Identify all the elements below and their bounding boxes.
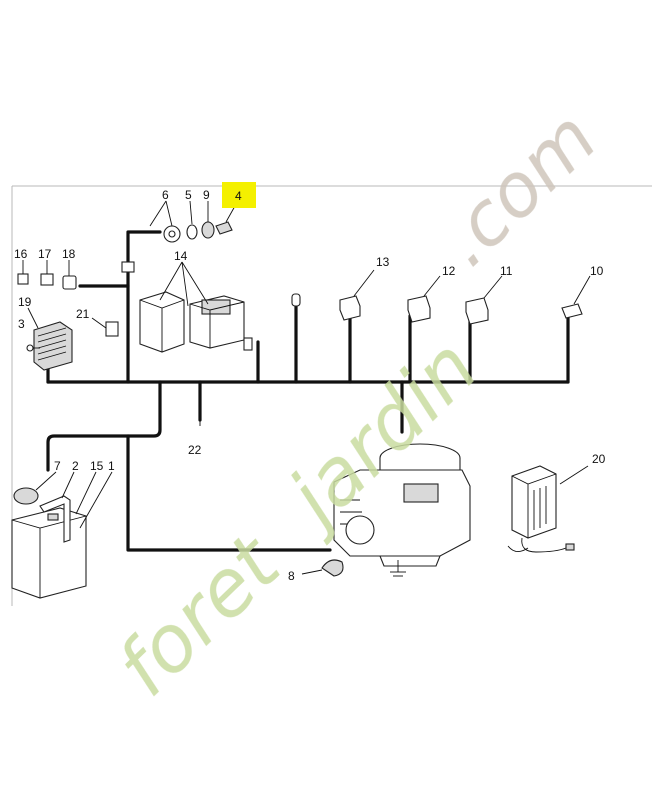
part-14-module-left	[139, 291, 185, 353]
part-7-boot	[13, 471, 57, 505]
label-part-6[interactable]: 6	[162, 188, 169, 202]
part-1-battery	[11, 507, 87, 599]
part-9-switch	[201, 221, 215, 239]
label-part-2[interactable]: 2	[72, 459, 79, 473]
part-21-clip	[91, 317, 119, 337]
part-14-plug	[243, 337, 253, 351]
engine-ground-symbol	[390, 560, 406, 577]
label-part-9[interactable]: 9	[203, 188, 210, 202]
part-16-connector	[17, 260, 29, 285]
part-labels: 6 5 9 4 16 17 18 14 13 12 11 10 19 21 3 …	[14, 188, 606, 583]
part-4-key	[215, 221, 233, 235]
label-part-16[interactable]: 16	[14, 247, 28, 261]
inline-connector	[121, 261, 135, 273]
label-part-10[interactable]: 10	[590, 264, 604, 278]
part-15-leader	[75, 471, 97, 515]
part-12-switch	[407, 275, 441, 323]
label-part-13[interactable]: 13	[376, 255, 390, 269]
part-17-connector	[40, 260, 54, 286]
wiring-harness	[46, 230, 570, 552]
label-part-14[interactable]: 14	[174, 249, 188, 263]
part-5-washer	[186, 224, 198, 240]
watermark-brand-suffix: .com	[423, 95, 613, 283]
label-part-18[interactable]: 18	[62, 247, 76, 261]
label-part-17[interactable]: 17	[38, 247, 52, 261]
part-10-switch	[561, 275, 591, 319]
label-part-22[interactable]: 22	[188, 443, 202, 457]
watermark: foret jardin .com	[101, 95, 613, 714]
watermark-brand-foret: foret	[101, 518, 299, 714]
part-1-leader	[79, 471, 113, 529]
label-part-4[interactable]: 4	[235, 189, 242, 203]
part-6-ignition-nut	[163, 225, 181, 243]
label-part-20[interactable]: 20	[592, 452, 606, 466]
label-part-15[interactable]: 15	[90, 459, 104, 473]
part-11-switch	[465, 275, 503, 325]
label-part-5[interactable]: 5	[185, 188, 192, 202]
diagram-frame	[11, 185, 652, 606]
part-19-regulator	[27, 307, 73, 371]
label-part-1[interactable]: 1	[108, 459, 115, 473]
part-20-charger	[507, 465, 589, 553]
plug-terminal	[291, 293, 301, 307]
label-part-7[interactable]: 7	[54, 459, 61, 473]
label-part-3[interactable]: 3	[18, 317, 25, 331]
part-14-module-right	[189, 295, 245, 349]
highlight-box	[222, 182, 256, 208]
label-part-8[interactable]: 8	[288, 569, 295, 583]
label-part-11[interactable]: 11	[500, 264, 513, 278]
part-2-bracket	[39, 471, 75, 543]
part-13-switch	[339, 269, 375, 321]
part-8-boot	[301, 559, 344, 577]
label-part-21[interactable]: 21	[76, 307, 90, 321]
label-part-19[interactable]: 19	[18, 295, 32, 309]
part-18-connector	[62, 260, 77, 290]
part-3-screw	[26, 344, 40, 352]
label-part-12[interactable]: 12	[442, 264, 456, 278]
engine	[333, 443, 471, 567]
